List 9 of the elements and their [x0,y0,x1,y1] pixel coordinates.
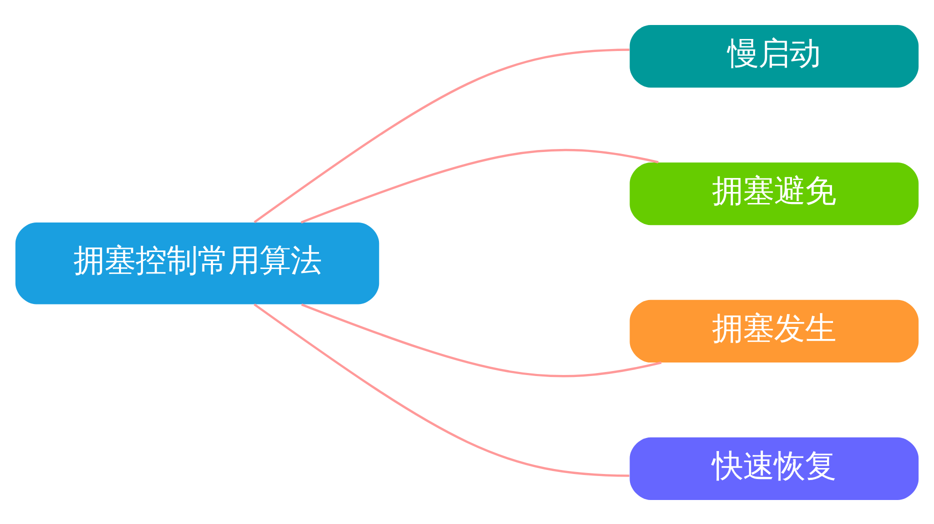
connector [254,48,630,223]
node-box: 拥塞避免 [630,162,919,225]
node-box: 慢启动 [630,24,919,88]
connector [254,302,630,476]
node-box: 拥塞发生 [630,299,919,362]
node-box: 快速恢复 [630,436,919,500]
connector [301,302,662,377]
connector [300,148,659,223]
node-box: 拥塞控制常用算法 [15,222,380,304]
